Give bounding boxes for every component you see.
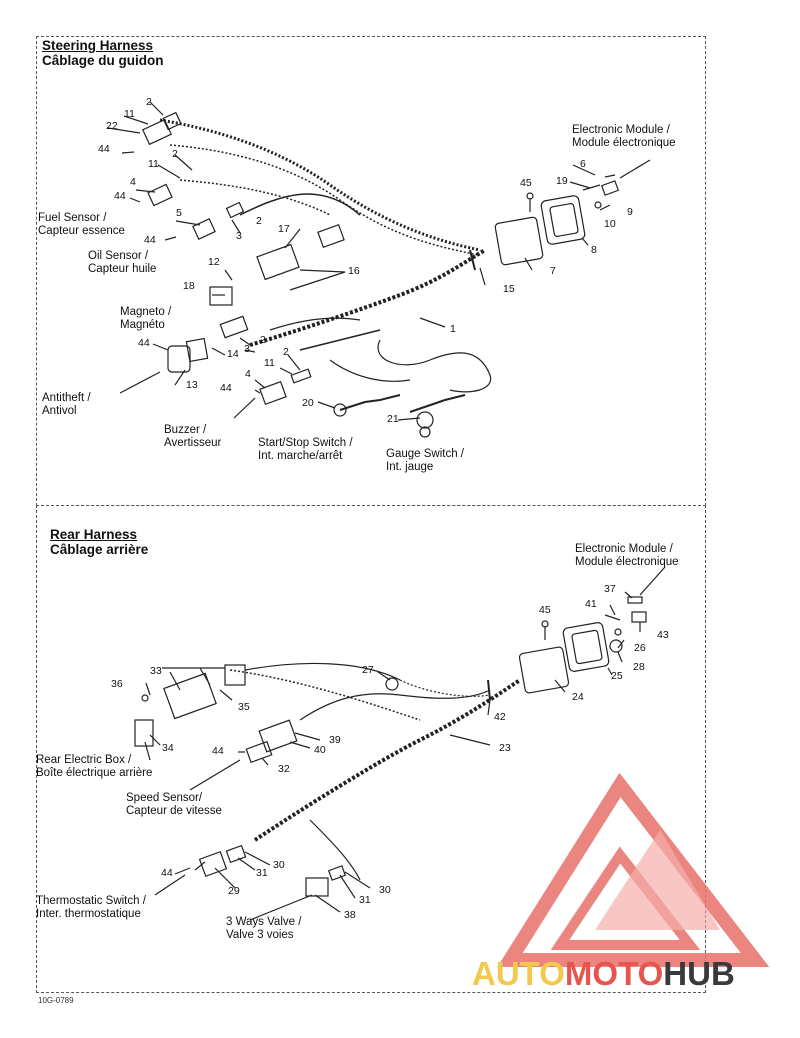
callout: 44 [220,382,232,394]
callout: 1 [450,323,456,335]
callout: 31 [256,867,268,879]
callout: 11 [124,108,135,120]
callout: 12 [208,256,220,268]
rear-title-fr: Câblage arrière [50,542,149,557]
callout: 25 [611,670,623,682]
callout: 8 [591,244,597,256]
label-rear-electric-box: Rear Electric Box / Boîte électrique arr… [36,754,153,779]
callout: 24 [572,691,584,703]
callout: 36 [111,678,123,690]
callout: 21 [387,413,399,425]
callout: 15 [503,283,515,295]
callout: 19 [556,175,568,187]
callout: 17 [278,223,290,235]
callout: 3 [244,343,250,355]
callout: 2 [172,148,178,160]
callout: 9 [627,206,633,218]
label-start-stop-switch: Start/Stop Switch / Int. marche/arrêt [258,437,353,462]
callout: 16 [348,265,360,277]
callout: 28 [633,661,645,673]
callout: 13 [186,379,198,391]
callout: 6 [580,158,586,170]
rear-title-en: Rear Harness [50,527,138,542]
callout: 4 [245,368,251,380]
callout: 29 [228,885,240,897]
watermark-part2: MOTO [564,955,664,992]
label-oil-sensor: Oil Sensor / Capteur huile [88,250,157,275]
callout: 35 [238,701,250,713]
callout: 27 [362,664,374,676]
callout: 3 [236,230,242,242]
callout: 5 [176,207,182,219]
callout: 34 [162,742,174,754]
callout: 22 [106,120,118,132]
callout: 2 [283,346,289,358]
callout: 45 [520,177,532,189]
steering-title-fr: Câblage du guidon [42,53,164,68]
label-speed-sensor: Speed Sensor/ Capteur de vitesse [126,792,222,817]
callout: 20 [302,397,314,409]
callout: 44 [114,190,126,202]
label-fuel-sensor: Fuel Sensor / Capteur essence [38,212,125,237]
callout: 44 [144,234,156,246]
callout: 31 [359,894,371,906]
callout: 10 [604,218,616,230]
label-thermostatic-switch: Thermostatic Switch / Inter. thermostati… [36,895,146,920]
callout: 44 [138,337,150,349]
label-antitheft: Antitheft / Antivol [42,392,91,417]
callout: 30 [379,884,391,896]
callout: 41 [585,598,597,610]
callout: 33 [150,665,162,677]
rear-panel [36,505,706,993]
label-buzzer: Buzzer / Avertisseur [164,424,222,449]
steering-title: Steering Harness Câblage du guidon [42,38,164,68]
rear-title: Rear Harness Câblage arrière [50,527,148,557]
callout: 39 [329,734,341,746]
callout: 44 [98,143,110,155]
callout: 18 [183,280,195,292]
label-rear-electronic-module: Electronic Module / Module électronique [575,543,679,568]
callout: 11 [264,357,275,369]
callout: 44 [161,867,173,879]
reference-code: 10G-0789 [38,996,74,1005]
callout: 42 [494,711,506,723]
callout: 4 [130,176,136,188]
label-gauge-switch: Gauge Switch / Int. jauge [386,448,464,473]
callout: 38 [344,909,356,921]
callout: 2 [256,215,262,227]
label-magneto: Magneto / Magnéto [120,306,172,331]
watermark: AUTOMOTOHUB [472,955,735,993]
callout: 40 [314,744,326,756]
callout: 43 [657,629,669,641]
callout: 26 [634,642,646,654]
callout: 2 [146,96,152,108]
callout: 7 [550,265,556,277]
watermark-part1: AUTO [472,955,565,992]
callout: 30 [273,859,285,871]
callout: 32 [278,763,290,775]
label-electronic-module: Electronic Module / Module électronique [572,124,676,149]
callout: 2 [260,334,266,346]
watermark-logo-shape [497,772,770,967]
callout: 14 [227,348,239,360]
watermark-part3: HUB [663,955,735,992]
label-3-ways-valve: 3 Ways Valve / Valve 3 voies [226,916,302,941]
steering-title-en: Steering Harness [42,38,154,53]
callout: 45 [539,604,551,616]
callout: 44 [212,745,224,757]
callout: 11 [148,158,159,170]
callout: 23 [499,742,511,754]
callout: 37 [604,583,616,595]
